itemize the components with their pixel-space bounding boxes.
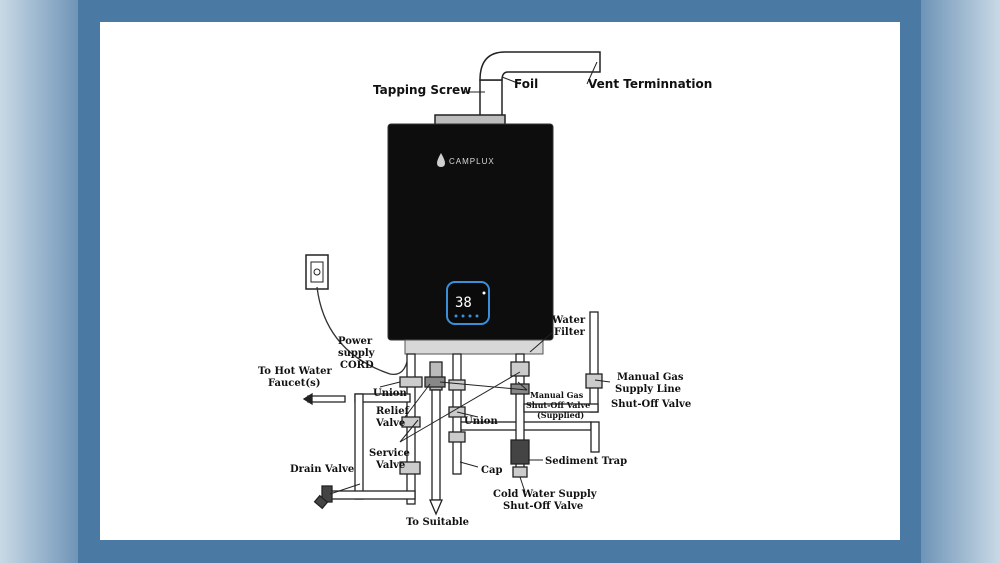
label-relief-1: Relief: [376, 406, 410, 417]
label-manual-gas-supply-1: Manual Gas: [617, 372, 684, 383]
diagram-canvas: CAMPLUX 38: [100, 22, 900, 540]
vent-pipe: [434, 51, 601, 126]
drain-valve-icon: [313, 485, 333, 510]
label-manual-gas-supply-3: Shut-Off Valve: [611, 399, 691, 410]
label-power-3: CORD: [340, 360, 374, 371]
label-service-1: Service: [369, 448, 410, 459]
label-manual-gas-shutoff-1: Manual Gas: [530, 390, 584, 400]
label-manual-gas-shutoff-2: Shut-Off Valve: [526, 400, 590, 410]
label-cold-water-1: Cold Water Supply: [493, 489, 598, 500]
label-hot-water-2: Faucet(s): [268, 378, 320, 389]
label-vent-termination: Vent Terminnation: [588, 77, 712, 91]
label-power-2: supply: [338, 348, 376, 359]
label-manual-gas-supply-2: Supply Line: [615, 384, 681, 395]
label-sediment-trap: Sediment Trap: [545, 456, 627, 467]
label-water-filter-2: Filter: [554, 327, 586, 338]
label-cap: Cap: [481, 465, 502, 476]
label-tapping-screw: Tapping Screw: [373, 83, 471, 97]
label-union-left: Union: [373, 388, 407, 399]
label-to-suitable: To Suitable: [406, 517, 469, 528]
label-water-filter-1: Water: [551, 315, 586, 326]
control-display[interactable]: 38: [446, 281, 490, 325]
brand-name: CAMPLUX: [449, 157, 495, 166]
label-relief-2: Valve: [375, 418, 405, 429]
power-outlet-icon: [305, 254, 329, 290]
power-cord: [316, 286, 409, 376]
label-hot-water-1: To Hot Water: [258, 366, 332, 377]
label-service-2: Valve: [375, 460, 405, 471]
temperature-readout: 38: [455, 295, 472, 311]
label-drain-valve: Drain Valve: [290, 464, 354, 475]
water-heater-unit: CAMPLUX 38: [387, 123, 554, 355]
camplux-logo-icon: [437, 153, 445, 167]
label-foil: Foil: [514, 77, 538, 91]
label-power-1: Power: [338, 336, 373, 347]
leader-lines: [329, 61, 611, 495]
label-manual-gas-shutoff-3: (Supplied): [537, 410, 584, 420]
installation-diagram: CAMPLUX 38: [258, 51, 712, 528]
label-cold-water-2: Shut-Off Valve: [503, 501, 583, 512]
label-union-right: Union: [464, 416, 498, 427]
